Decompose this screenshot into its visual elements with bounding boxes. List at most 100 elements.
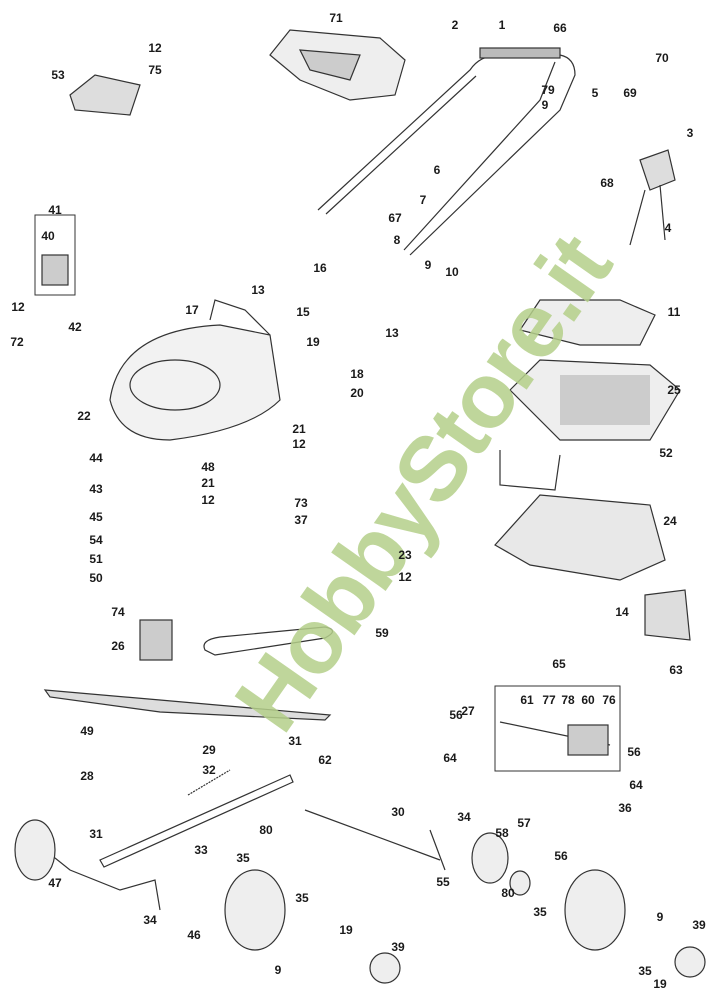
gearbox-65 xyxy=(494,685,621,772)
part-label-64: 64 xyxy=(629,778,643,792)
part-label-49: 49 xyxy=(80,724,94,738)
part-label-10: 10 xyxy=(445,265,459,279)
deck-part xyxy=(109,299,281,441)
part-label-1: 1 xyxy=(498,18,506,32)
part-label-39: 39 xyxy=(692,918,706,932)
part-label-52: 52 xyxy=(659,446,673,460)
part-label-44: 44 xyxy=(89,451,103,465)
spring-32 xyxy=(187,769,231,796)
part-label-47: 47 xyxy=(48,876,62,890)
part-label-26: 26 xyxy=(111,639,125,653)
part-label-35: 35 xyxy=(295,891,309,905)
part-label-15: 15 xyxy=(296,305,310,319)
part-label-36: 36 xyxy=(618,801,632,815)
part-label-72: 72 xyxy=(10,335,24,349)
part-label-14: 14 xyxy=(615,605,629,619)
part-label-27: 27 xyxy=(461,704,475,718)
part-label-77: 77 xyxy=(542,693,556,707)
part-label-63: 63 xyxy=(669,663,683,677)
part-label-11: 11 xyxy=(667,305,681,319)
part-label-23: 23 xyxy=(398,548,412,562)
part-label-54: 54 xyxy=(89,533,103,547)
part-label-17: 17 xyxy=(185,303,199,317)
part-label-59: 59 xyxy=(375,626,389,640)
part-label-57: 57 xyxy=(517,816,531,830)
lever-4 xyxy=(629,149,676,246)
adapter-41 xyxy=(34,214,76,296)
part-label-16: 16 xyxy=(313,261,327,275)
part-label-22: 22 xyxy=(77,409,91,423)
part-label-80: 80 xyxy=(501,886,515,900)
part-label-71: 71 xyxy=(329,11,343,25)
part-label-3: 3 xyxy=(686,126,694,140)
part-label-28: 28 xyxy=(80,769,94,783)
belt-59 xyxy=(203,626,334,656)
part-label-76: 76 xyxy=(602,693,616,707)
part-label-75: 75 xyxy=(148,63,162,77)
part-label-41: 41 xyxy=(48,203,62,217)
part-label-24: 24 xyxy=(663,514,677,528)
part-label-55: 55 xyxy=(436,875,450,889)
part-label-12: 12 xyxy=(398,570,412,584)
part-label-69: 69 xyxy=(623,86,637,100)
axle-33 xyxy=(99,774,294,868)
blade-27 xyxy=(43,689,332,721)
part-label-13: 13 xyxy=(251,283,265,297)
part-label-12: 12 xyxy=(148,41,162,55)
part-label-25: 25 xyxy=(667,383,681,397)
part-label-51: 51 xyxy=(89,552,103,566)
cover-53 xyxy=(69,74,141,116)
part-label-34: 34 xyxy=(143,913,157,927)
part-label-18: 18 xyxy=(350,367,364,381)
part-label-29: 29 xyxy=(202,743,216,757)
bag-handle-52 xyxy=(499,450,561,491)
part-label-68: 68 xyxy=(600,176,614,190)
part-label-35: 35 xyxy=(533,905,547,919)
part-label-33: 33 xyxy=(194,843,208,857)
part-label-40: 40 xyxy=(41,229,55,243)
part-label-61: 61 xyxy=(520,693,534,707)
part-label-31: 31 xyxy=(288,734,302,748)
part-label-50: 50 xyxy=(89,571,103,585)
part-label-32: 32 xyxy=(202,763,216,777)
part-label-79: 79 xyxy=(541,83,555,97)
part-label-70: 70 xyxy=(655,51,669,65)
part-label-34: 34 xyxy=(457,810,471,824)
part-label-9: 9 xyxy=(424,258,432,272)
part-label-45: 45 xyxy=(89,510,103,524)
part-label-9: 9 xyxy=(656,910,664,924)
part-label-7: 7 xyxy=(419,193,427,207)
part-label-9: 9 xyxy=(274,963,282,977)
part-label-37: 37 xyxy=(294,513,308,527)
part-label-8: 8 xyxy=(393,233,401,247)
part-label-64: 64 xyxy=(443,751,457,765)
axle-30 xyxy=(304,809,446,871)
part-label-35: 35 xyxy=(236,851,250,865)
part-label-21: 21 xyxy=(292,422,306,436)
part-label-67: 67 xyxy=(388,211,402,225)
part-label-6: 6 xyxy=(433,163,441,177)
part-label-56: 56 xyxy=(449,708,463,722)
part-label-2: 2 xyxy=(451,18,459,32)
handle-part xyxy=(317,47,576,256)
part-label-42: 42 xyxy=(68,320,82,334)
part-label-43: 43 xyxy=(89,482,103,496)
part-label-12: 12 xyxy=(201,493,215,507)
part-label-46: 46 xyxy=(187,928,201,942)
part-label-80: 80 xyxy=(259,823,273,837)
part-label-56: 56 xyxy=(554,849,568,863)
part-label-9: 9 xyxy=(541,98,549,112)
part-label-4: 4 xyxy=(664,221,672,235)
part-label-20: 20 xyxy=(350,386,364,400)
part-label-58: 58 xyxy=(495,826,509,840)
grass-bag-24 xyxy=(494,494,666,581)
part-label-13: 13 xyxy=(385,326,399,340)
wheels xyxy=(14,819,706,984)
part-label-12: 12 xyxy=(11,300,25,314)
part-label-30: 30 xyxy=(391,805,405,819)
grass-bag-frame-25 xyxy=(509,359,681,441)
part-label-12: 12 xyxy=(292,437,306,451)
top-cover-part xyxy=(269,29,406,101)
